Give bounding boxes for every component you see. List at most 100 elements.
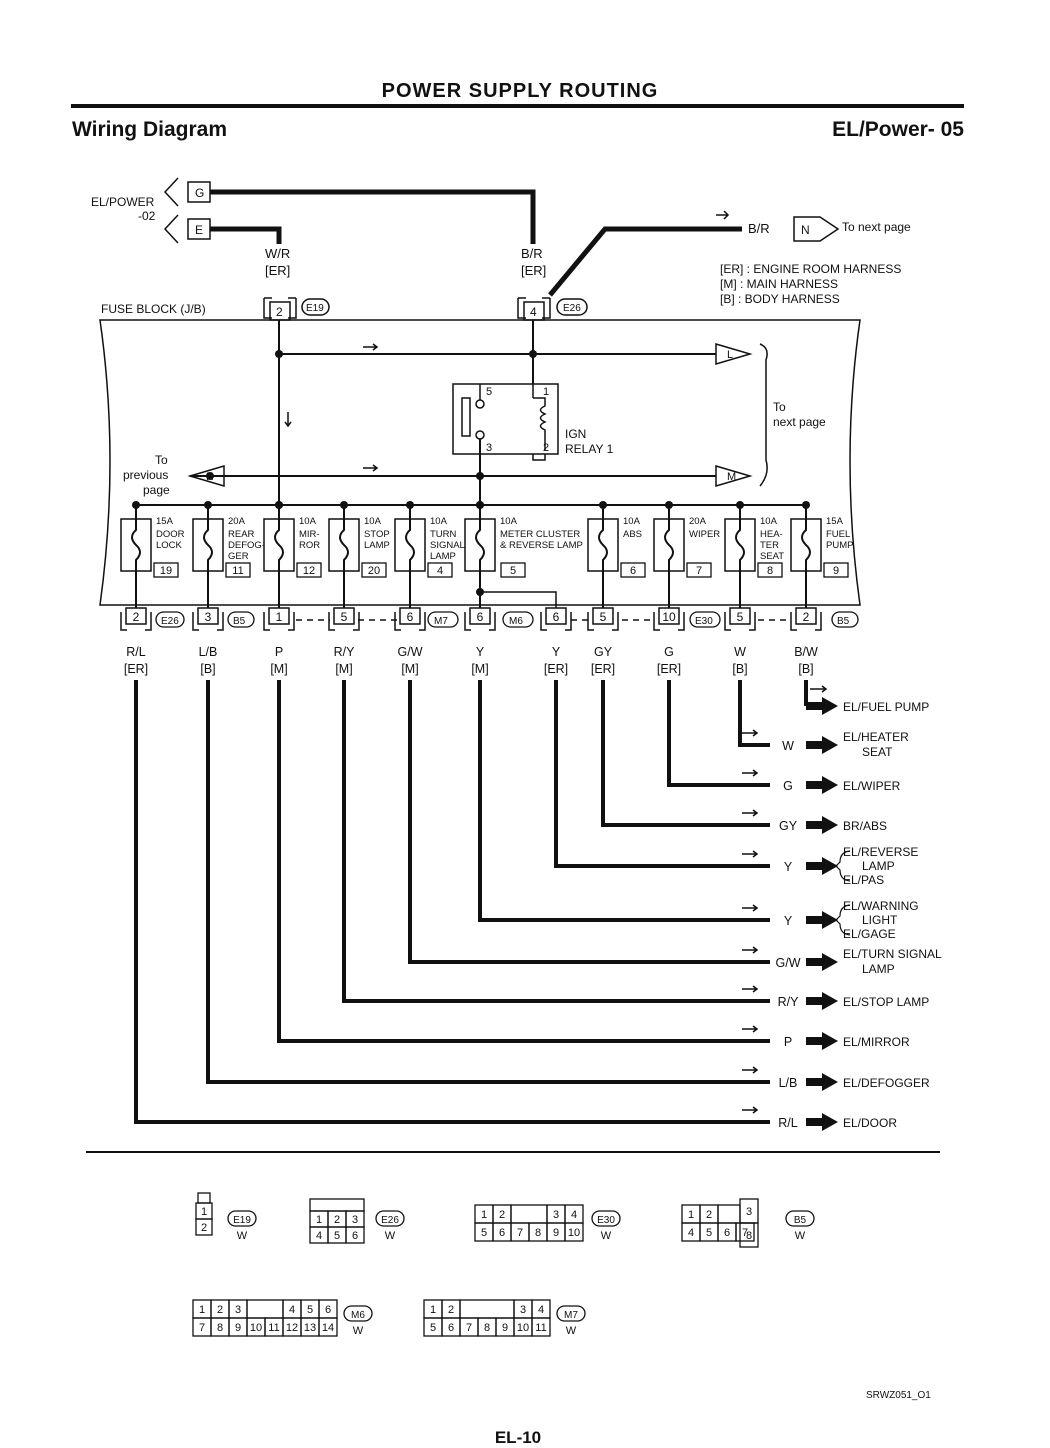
pin-number: 10 — [662, 610, 676, 624]
connector-cell-num: 4 — [538, 1304, 544, 1316]
connector-color: W — [237, 1230, 248, 1242]
conn-label-m7-bottom — [427, 611, 459, 628]
connector-cell-num: 9 — [553, 1227, 559, 1239]
wire-run — [601, 680, 770, 827]
relay-pin-3: 3 — [486, 442, 492, 454]
pin-bracket — [724, 612, 756, 631]
connector-cell — [739, 1222, 759, 1248]
br-label: B/R — [521, 246, 543, 261]
fuse-label: HEA- — [760, 529, 783, 540]
connector-n — [793, 216, 840, 242]
fuse-number-box — [757, 562, 783, 578]
flow-arrow — [742, 850, 759, 858]
connector-k — [187, 464, 225, 488]
wire-run — [738, 680, 770, 747]
connector-cell-num: 5 — [307, 1304, 313, 1316]
pin-box — [399, 607, 421, 625]
flow-arrow — [810, 685, 828, 693]
conn-label-e26-bottom — [155, 611, 185, 628]
connector-cell-num: 6 — [325, 1304, 331, 1316]
dest-label: EL/REVERSE — [843, 845, 918, 859]
junction-dot — [275, 501, 283, 509]
junction-dot — [132, 501, 140, 509]
fuse-number: 7 — [696, 565, 702, 577]
fuse-label: DEFOG- — [228, 540, 265, 551]
fuse-label: PUMP — [826, 540, 853, 551]
fuse-number-box — [823, 562, 849, 578]
wire-harness: [ER] — [124, 662, 148, 676]
conn-e26-bottom: E26 — [161, 616, 179, 627]
connector-cell-num: 3 — [352, 1214, 358, 1226]
conn-label-b5-bottom — [227, 611, 255, 628]
connector-oval — [227, 1210, 257, 1227]
fuse-label: SIGNAL — [430, 540, 465, 551]
dest-arrow — [806, 816, 838, 834]
wire-run — [667, 680, 770, 787]
diagram-code: EL/Power- 05 — [832, 118, 964, 141]
pin-bracket — [464, 612, 496, 631]
pin-R/L: 2R/L[ER] — [120, 607, 152, 676]
fuse-element — [274, 505, 284, 610]
connector-arrow-e — [163, 214, 179, 244]
dest-EL/STOP LAMP: R/YEL/STOP LAMP — [342, 680, 929, 1010]
conn-e26: E26 — [563, 303, 581, 314]
pin-bracket — [540, 612, 572, 631]
wire-harness: [ER] — [657, 662, 681, 676]
fuse-label: TER — [760, 540, 779, 551]
junction-dot — [476, 472, 484, 480]
connector-l-label: L — [727, 349, 733, 361]
wire-harness: [B] — [200, 662, 215, 676]
fuse-label: MIR- — [299, 529, 320, 540]
relay-pin-1: 1 — [543, 386, 549, 398]
pin-bracket — [394, 612, 426, 631]
wire-e — [210, 226, 282, 244]
dest-wire-color: R/L — [778, 1116, 798, 1130]
relay-ground — [532, 454, 546, 461]
connector-m-label: M — [727, 471, 736, 483]
arrow-br — [716, 210, 730, 220]
dest-label: EL/MIRROR — [843, 1035, 910, 1049]
wire-run — [478, 680, 770, 922]
connector-cell — [309, 1198, 365, 1212]
connector-cell-num: 10 — [250, 1322, 262, 1334]
section-title: Wiring Diagram — [72, 118, 227, 141]
connector-cell-num: 1 — [688, 1209, 694, 1221]
wr-harness: [ER] — [265, 263, 290, 278]
pin-Y: 6Y[M] — [464, 607, 496, 676]
pin-L/B: 3L/B[B] — [192, 607, 224, 676]
dest-label-3: EL/PAS — [843, 873, 884, 887]
pin-left: 2 — [276, 305, 283, 319]
fuse-number: 11 — [232, 565, 243, 577]
connector-view-label-M6: M6W — [343, 1305, 373, 1337]
connector-cell-num: 8 — [484, 1322, 490, 1334]
dest-arrow — [806, 736, 838, 754]
pin-box — [795, 607, 817, 625]
dest-arrow — [806, 992, 838, 1010]
fuse-amp: 10A — [623, 516, 641, 527]
fuse-number: 6 — [630, 565, 636, 577]
fuse-label: LAMP — [364, 540, 390, 551]
connector-e26-top — [517, 297, 551, 319]
wire-y-junction — [479, 583, 557, 610]
connector-cell-num: 8 — [535, 1227, 541, 1239]
fuse-label: LOCK — [156, 540, 183, 551]
connector-color: W — [566, 1325, 577, 1337]
connector-cell-num: 3 — [235, 1304, 241, 1316]
fuse-label: GER — [228, 551, 249, 562]
connector-cell-num: 4 — [571, 1209, 577, 1221]
connector-oval — [591, 1210, 621, 1227]
connector-cell — [197, 1192, 211, 1204]
source-label: EL/POWER — [91, 195, 155, 209]
connector-cell-num: 11 — [268, 1322, 279, 1334]
connector-cell — [717, 1204, 741, 1224]
fuse-label: REAR — [228, 529, 255, 540]
connector-cell-num: 13 — [304, 1322, 316, 1334]
dest-label: EL/DEFOGGER — [843, 1076, 930, 1090]
